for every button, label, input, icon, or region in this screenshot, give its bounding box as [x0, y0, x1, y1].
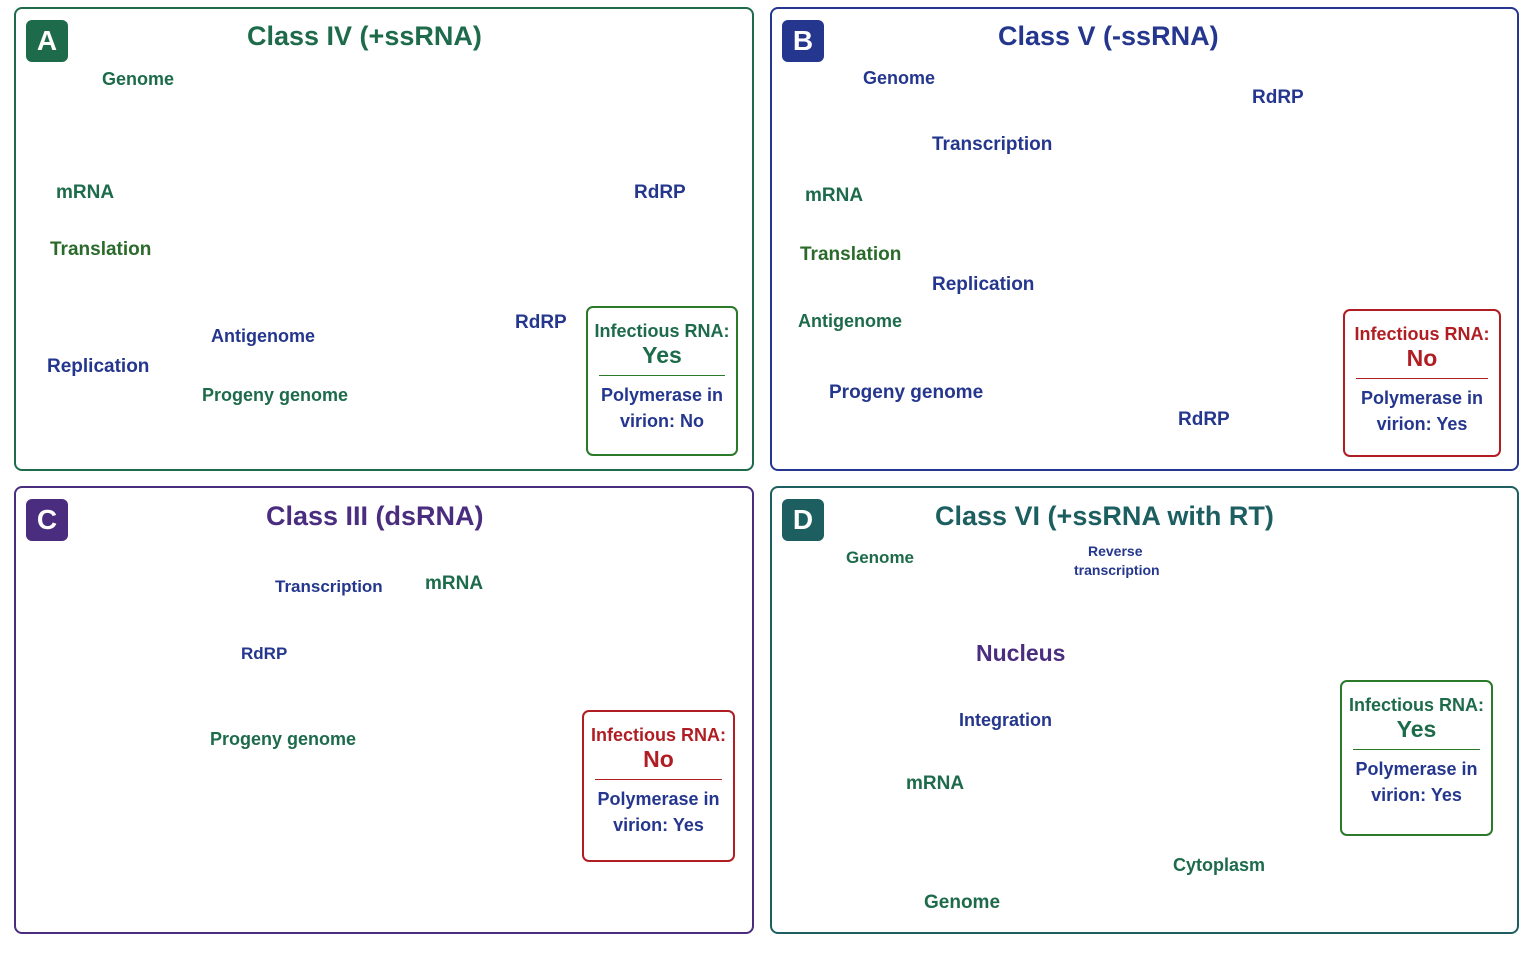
panel-d-mrna-label: mRNA — [906, 773, 965, 794]
panel-c-badge: C — [26, 499, 68, 541]
infectious-rna-value: Yes — [1396, 715, 1437, 742]
panel-a-genome-label: Genome — [102, 69, 175, 89]
infectious-rna-value: Yes — [642, 341, 682, 368]
panel-a-rdrp-label: RdRP — [634, 182, 686, 203]
panel-d-rt-label-2: transcription — [1074, 562, 1160, 578]
polymerase-value: Yes — [672, 814, 704, 835]
infectious-rna-label: Infectious RNA: — [1349, 695, 1484, 715]
panel-b-translation-label: Translation — [800, 244, 902, 265]
panel-d-rt-label-1: Reverse — [1088, 543, 1143, 559]
panel-c-mrna-label: mRNA — [425, 573, 484, 594]
panel-d-genome-label: Genome — [846, 548, 915, 567]
infectious-rna-label: Infectious RNA: — [1354, 324, 1490, 344]
panel-b-progeny-label: Progeny genome — [829, 382, 984, 403]
panel-a-replication-label: Replication — [47, 356, 150, 377]
panel-d-title: Class VI (+ssRNA with RT) — [935, 501, 1274, 531]
panel-b-badge: B — [782, 20, 824, 62]
panel-b-antigenome-label: Antigenome — [798, 311, 903, 331]
panel-b-rdrp2-label: RdRP — [1178, 409, 1230, 430]
panel-d-cytoplasm-label: Cytoplasm — [1173, 855, 1266, 875]
polymerase-label-1: Polymerase in — [600, 384, 724, 405]
panel-c-rdrp-label: RdRP — [241, 644, 288, 663]
panel-a-infobox: Infectious RNA: Yes Polymerase in virion:… — [586, 306, 738, 456]
panel-a-badge: A — [26, 20, 68, 62]
panel-c-transcription-label: Transcription — [275, 577, 383, 596]
panel-a-mrna-label: mRNA — [56, 182, 115, 203]
panel-b-mrna-label: mRNA — [805, 185, 864, 206]
polymerase-label-1: Polymerase in — [1360, 387, 1484, 408]
panel-d-integration-label: Integration — [959, 710, 1052, 730]
infectious-rna-label: Infectious RNA: — [591, 725, 726, 745]
polymerase-value: Yes — [1436, 413, 1468, 434]
polymerase-label-1: Polymerase in — [597, 788, 720, 809]
panel-b-transcription-label: Transcription — [932, 134, 1053, 155]
panel-b-genome-label: Genome — [863, 68, 936, 88]
panel-a-rdrp2-label: RdRP — [515, 312, 567, 333]
infectious-rna-value: No — [643, 745, 674, 772]
panel-d-nucleus-label: Nucleus — [976, 640, 1066, 666]
panel-c-progeny-label: Progeny genome — [210, 729, 357, 749]
polymerase-label-2: virion: — [1371, 784, 1427, 805]
panel-b-rdrp-label: RdRP — [1252, 87, 1304, 108]
infectious-rna-value: No — [1406, 344, 1438, 371]
infectious-rna-label: Infectious RNA: — [594, 321, 730, 341]
panel-d-genome2-label: Genome — [924, 892, 1001, 913]
panel-c-title: Class III (dsRNA) — [266, 501, 484, 531]
panel-d-infobox: Infectious RNA: Yes Polymerase in virion:… — [1340, 680, 1493, 836]
panel-a-progeny-label: Progeny genome — [202, 385, 349, 405]
panel-d-badge: D — [782, 499, 824, 541]
polymerase-value: Yes — [1430, 784, 1462, 805]
polymerase-label-2: virion: — [1376, 413, 1432, 434]
panel-a-translation-label: Translation — [50, 239, 152, 260]
panel-b-title: Class V (-ssRNA) — [998, 21, 1219, 51]
panel-a-title: Class IV (+ssRNA) — [247, 21, 482, 51]
polymerase-label-1: Polymerase in — [1355, 758, 1478, 779]
polymerase-label-2: virion: — [613, 814, 669, 835]
polymerase-label-2: virion: — [619, 410, 675, 431]
polymerase-value: No — [680, 410, 705, 431]
panel-b-replication-label: Replication — [932, 274, 1035, 295]
panel-a-antigenome-label: Antigenome — [211, 326, 316, 346]
